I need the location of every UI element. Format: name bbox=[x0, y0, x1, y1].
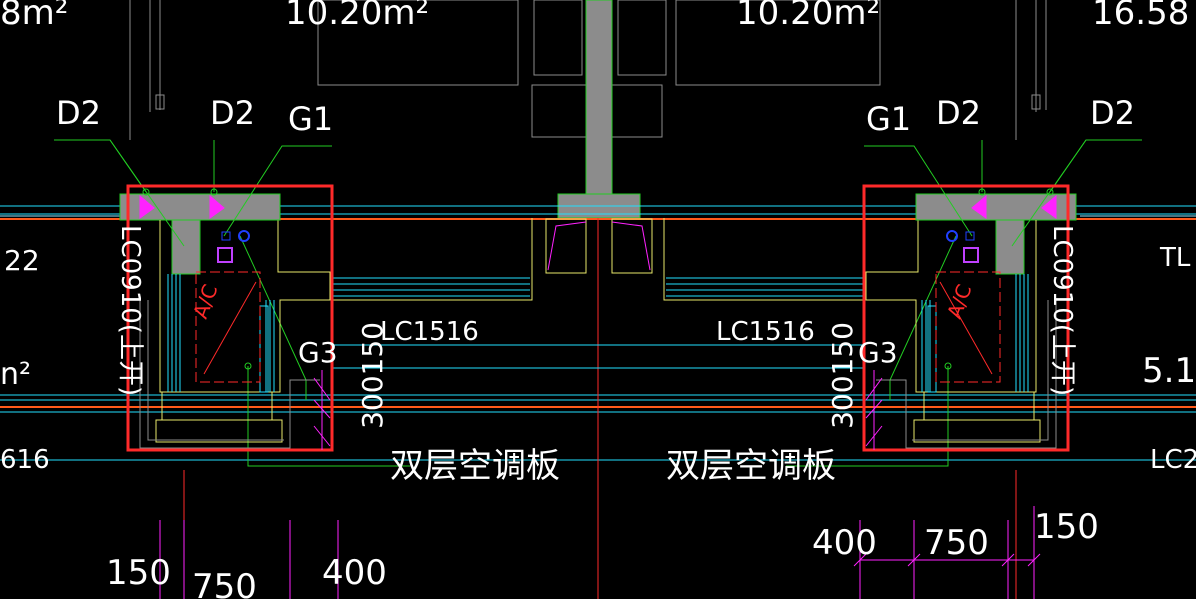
right-tag-g1: G1 bbox=[866, 100, 911, 138]
unit-yellow-base-low bbox=[155, 419, 283, 443]
unit-ac-box bbox=[195, 271, 261, 383]
room-door-right bbox=[617, 0, 667, 76]
edge-label-lc2: LC2 bbox=[1150, 445, 1196, 475]
area-label-top-right: 16.58 bbox=[1092, 0, 1189, 33]
mid-box-left bbox=[545, 218, 587, 274]
unit-leader bbox=[786, 366, 949, 467]
right-tag-d2-a: D2 bbox=[936, 94, 981, 132]
unit-marker-square bbox=[965, 231, 975, 241]
unit-column bbox=[995, 219, 1025, 275]
unit-cyan-hatch bbox=[927, 305, 937, 393]
left-tag-g1: G1 bbox=[288, 100, 333, 138]
unit-leader bbox=[1049, 139, 1142, 193]
central-column bbox=[585, 0, 613, 197]
unit-marker-square bbox=[221, 231, 231, 241]
room-outline-right bbox=[675, 0, 881, 86]
right-dimension-300-150: 300150 bbox=[826, 322, 859, 429]
unit-magenta-triangle bbox=[139, 194, 155, 219]
dim-tick bbox=[907, 553, 921, 567]
unit-red-frame bbox=[862, 184, 1070, 452]
area-label-top-center-right: 10.20m² bbox=[736, 0, 880, 33]
unit-leader-dot bbox=[210, 188, 218, 196]
mid-box-right bbox=[611, 218, 653, 274]
right-vertical-window-tag: LC0910(上开) bbox=[1047, 225, 1077, 396]
unit-slab bbox=[119, 193, 281, 221]
unit-leader-dot bbox=[244, 362, 252, 370]
right-window-tag: LC1516 bbox=[716, 317, 815, 347]
unit-leader-dot bbox=[944, 362, 952, 370]
unit-ac-diagonal bbox=[939, 281, 993, 375]
unit-leader bbox=[1011, 139, 1087, 247]
left-tag-g3: G3 bbox=[298, 336, 338, 369]
edge-label-616: 616 bbox=[0, 445, 50, 475]
unit-magenta-triangle bbox=[209, 194, 225, 219]
unit-magenta-triangle bbox=[1041, 194, 1057, 219]
dim-tick bbox=[853, 553, 867, 567]
edge-label-n2: n² bbox=[0, 357, 31, 392]
right-dim-400: 400 bbox=[812, 523, 877, 563]
unit-column bbox=[171, 219, 201, 275]
wall-mark bbox=[1031, 94, 1041, 110]
unit-gray-offset bbox=[147, 300, 284, 441]
mid-yellow-right bbox=[663, 218, 919, 301]
unit-leader-dot bbox=[142, 188, 150, 196]
right-caption: 双层空调板 bbox=[666, 446, 836, 486]
unit-ac-diagonal bbox=[203, 281, 257, 375]
dim-tick bbox=[1027, 553, 1041, 567]
unit-gray-offset bbox=[912, 300, 1049, 441]
right-tag-g3: G3 bbox=[858, 336, 898, 369]
unit-marker-square-large bbox=[217, 247, 233, 263]
left-tag-d2-a: D2 bbox=[56, 94, 101, 132]
left-dim-150: 150 bbox=[106, 553, 171, 593]
left-caption: 双层空调板 bbox=[390, 446, 560, 486]
unit-leader-dot bbox=[1046, 188, 1054, 196]
unit-cyan-hatch bbox=[259, 305, 269, 393]
unit-leader bbox=[889, 235, 957, 400]
unit-marker-circle bbox=[946, 230, 958, 242]
left-dimension-300-150: 300150 bbox=[356, 322, 389, 429]
wall-mark bbox=[155, 94, 165, 110]
edge-label-tl: TL bbox=[1159, 243, 1191, 273]
right-ac-label: A/C bbox=[942, 281, 976, 322]
unit-red-frame bbox=[126, 184, 334, 452]
unit-leader bbox=[223, 145, 332, 237]
room-door-left bbox=[533, 0, 583, 76]
unit-gray-offset bbox=[876, 300, 1057, 449]
room-outline-left bbox=[317, 0, 519, 86]
mid-magenta-left bbox=[547, 221, 587, 271]
unit-leader bbox=[54, 139, 147, 193]
edge-label-22: 22 bbox=[4, 244, 40, 277]
unit-marker-square-large bbox=[963, 247, 979, 263]
unit-leader bbox=[239, 235, 307, 400]
right-dim-750: 750 bbox=[924, 523, 989, 563]
right-dim-150: 150 bbox=[1034, 507, 1099, 547]
dim-tick bbox=[1001, 553, 1015, 567]
left-vertical-window-tag: LC0910(上开) bbox=[115, 225, 145, 396]
left-ac-label: A/C bbox=[188, 281, 222, 322]
left-tag-d2-b: D2 bbox=[210, 94, 255, 132]
unit-leader bbox=[864, 145, 973, 237]
unit-marker-circle bbox=[238, 230, 250, 242]
left-window-tag: LC1516 bbox=[380, 317, 479, 347]
area-label-top-center-left: 10.20m² bbox=[285, 0, 429, 33]
unit-leader bbox=[247, 366, 410, 467]
left-dim-750: 750 bbox=[192, 567, 257, 599]
mid-magenta-right bbox=[611, 221, 651, 271]
unit-magenta-triangle bbox=[971, 194, 987, 219]
unit-gray-offset bbox=[139, 300, 320, 449]
unit-yellow-base-low bbox=[913, 419, 1041, 443]
unit-ac-box bbox=[935, 271, 1001, 383]
unit-leader-dot bbox=[978, 188, 986, 196]
area-label-top-left: 8m² bbox=[0, 0, 68, 33]
edge-label-5-1: 5.1 bbox=[1142, 351, 1196, 391]
right-tag-d2-b: D2 bbox=[1090, 94, 1135, 132]
mid-yellow-left bbox=[277, 218, 533, 301]
left-dim-400: 400 bbox=[322, 553, 387, 593]
unit-leader bbox=[109, 139, 185, 247]
